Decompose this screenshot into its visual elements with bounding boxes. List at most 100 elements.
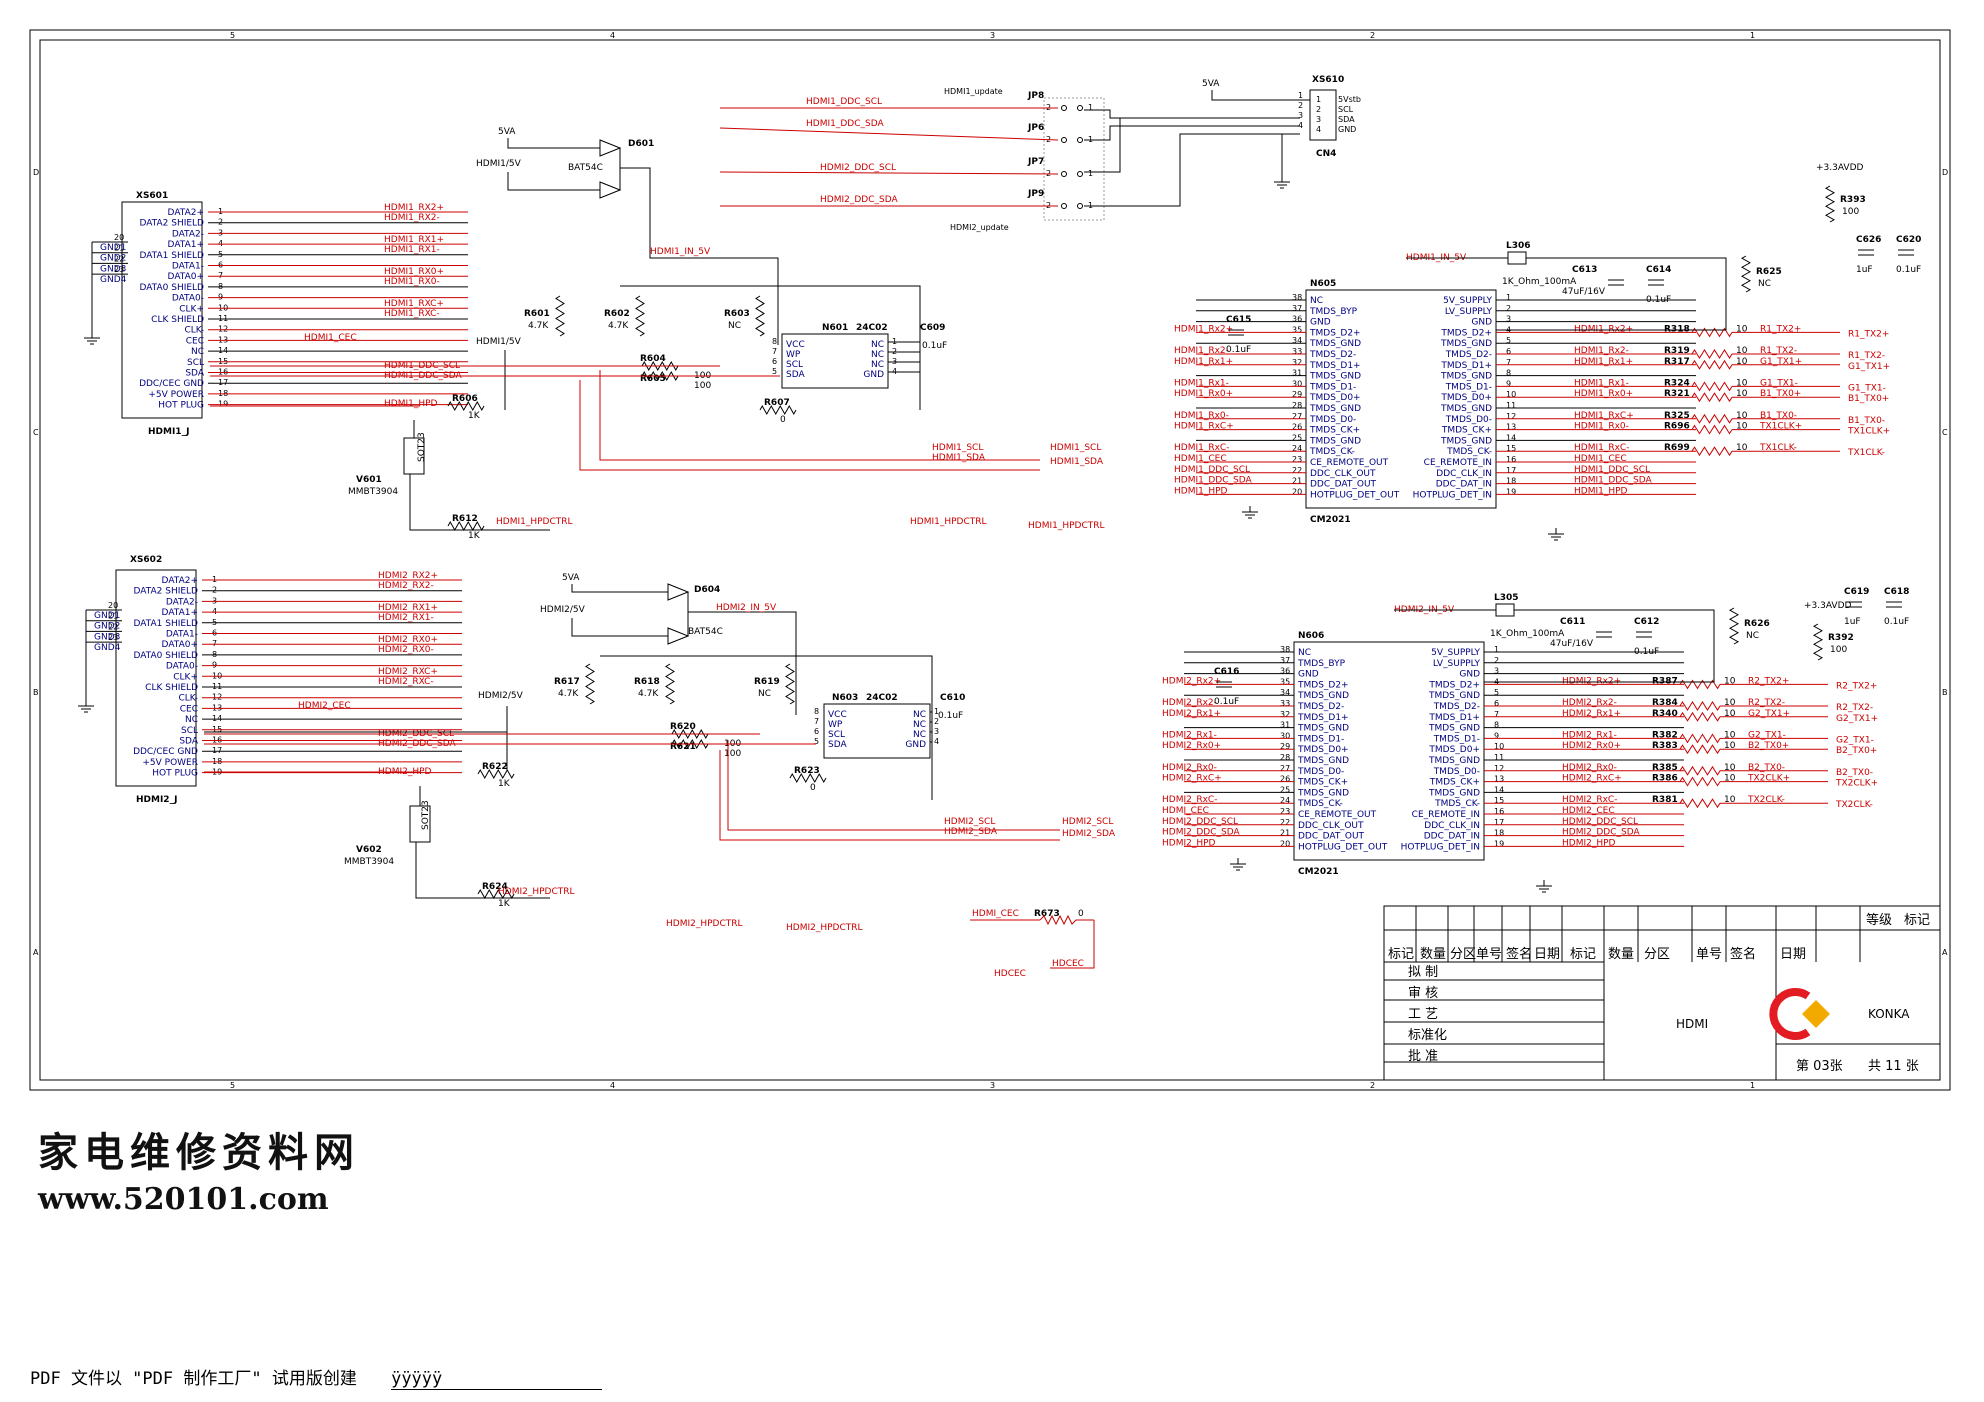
series-net: TX2CLK+ [1747, 774, 1790, 784]
chip-left-num: 30 [1292, 379, 1302, 388]
chip-right-num: 7 [1506, 358, 1511, 367]
inductor-icon [1507, 251, 1527, 265]
pull-resistor-val: 100 [1830, 645, 1847, 655]
chip-body [1305, 289, 1497, 509]
series-net: TX2CLK- [1747, 795, 1785, 805]
n601-body [781, 333, 889, 389]
resistor-ref: R612 [452, 514, 478, 524]
capacitor-val: 47uF/16V [1550, 639, 1594, 649]
tb-role-label: 标准化 [1408, 1028, 1447, 1043]
capacitor-ref: C614 [1646, 265, 1671, 275]
series-net: B2_TX0+ [1748, 741, 1789, 751]
chip-right-net: HDMI1_CEC [1574, 454, 1627, 464]
chip-right-pin: GND [1471, 318, 1492, 328]
tb-mark: 标记 [1904, 913, 1930, 928]
jumper-pad-icon [1061, 171, 1067, 177]
resistor-ref: R601 [524, 309, 550, 319]
conn-gnd-num: 23 [108, 633, 118, 642]
conn-gnd-label: GND3 [100, 264, 126, 274]
series-resistor-ref: R699 [1664, 443, 1690, 453]
v602-part: MMBT3904 [344, 857, 394, 867]
xs610-wire-num: 2 [1298, 101, 1303, 110]
chip-right-num: 19 [1494, 839, 1504, 848]
eeprom-pin-label: NC [913, 730, 926, 740]
series-resistor-symbol [1691, 446, 1733, 457]
conn-pin-label: CLK+ [179, 304, 204, 314]
conn-gnd-num: 21 [114, 244, 124, 253]
conn-gnd-label: GND4 [100, 275, 127, 285]
chip-right-num: 1 [1506, 293, 1511, 302]
chip-body [1293, 641, 1485, 861]
chip-left-num: 20 [1292, 487, 1302, 496]
capacitor-val: 0.1uF [1634, 647, 1659, 657]
eeprom-pin-label: GND [863, 370, 884, 380]
hdmi1-rail: HDMI1/5V [476, 337, 522, 347]
resistor-ref: R605 [640, 374, 666, 384]
tb-title: HDMI [1676, 1017, 1708, 1031]
tb-grade: 等级 [1866, 912, 1892, 928]
jumper-pad-icon [1077, 137, 1083, 143]
series-resistor-val: 10 [1724, 795, 1736, 805]
series-resistor-val: 10 [1724, 709, 1736, 719]
series-resistor-val: 10 [1724, 676, 1736, 686]
grid-bottom-1: 1 [1750, 1081, 1755, 1090]
chip-left-net: HDMI1_Rx0+ [1174, 389, 1233, 399]
grid-bottom-3: 3 [990, 1081, 995, 1090]
conn-pin-label: DATA0+ [162, 640, 198, 650]
chip-left-num: 28 [1280, 753, 1290, 762]
capacitor-symbol [1648, 279, 1664, 286]
chip-right-pin: TMDS_D2+ [1440, 328, 1492, 338]
rail-label: +3.3AVDD [1804, 601, 1852, 611]
chip-right-num: 2 [1494, 656, 1499, 665]
ground-icon [78, 700, 94, 713]
grid-top-2: 2 [1370, 31, 1375, 40]
series-resistor-ref: R319 [1664, 346, 1690, 356]
hdmi2-j-label: HDMI2_J [136, 795, 177, 805]
chip-right-pin: LV_SUPPLY [1445, 307, 1493, 317]
resistor-ref: R617 [554, 677, 580, 687]
conn-gnd-num: 22 [114, 254, 124, 263]
d604-ref: D604 [694, 585, 720, 595]
chip-left-pin: NC [1298, 648, 1311, 658]
conn-net-label: HDMI2_RX0- [378, 645, 434, 655]
series-net: G2_TX1+ [1748, 709, 1790, 719]
eeprom-pin-label: VCC [786, 340, 805, 350]
n603-wires [600, 655, 933, 800]
chip-right-pin: CE_REMOTE_IN [1412, 810, 1480, 820]
series-resistor-symbol [1679, 798, 1721, 809]
chip-right-pin: TMDS_GND [1440, 436, 1492, 446]
chip-left-num: 23 [1280, 807, 1290, 816]
conn-pin-label: DATA2- [166, 597, 198, 607]
nc-resistor-ref: R625 [1756, 267, 1782, 277]
series-net: B2_TX0- [1748, 763, 1785, 773]
series-port: R2_TX2+ [1836, 681, 1877, 691]
v602-pkg: SOT23 [421, 800, 431, 830]
conn-gnd-num: 20 [114, 233, 124, 242]
chip-left-pin: GND [1298, 670, 1319, 680]
chip-right-num: 16 [1506, 455, 1516, 464]
grid-bottom-4: 4 [610, 1081, 615, 1090]
series-port: TX1CLK+ [1847, 427, 1890, 437]
series-resistor-ref: R387 [1652, 676, 1678, 686]
conn-pin-label: HOT PLUG [158, 401, 204, 411]
conn-net-label: HDMI1_RXC+ [384, 299, 444, 309]
resistor-ref: R618 [634, 677, 660, 687]
hdmi2-5v-wire [204, 706, 508, 770]
n605-chip: N605CM2021NC38TMDS_BYP37GND36TMDS_D2+35T… [1174, 163, 1921, 541]
series-resistor-val: 10 [1724, 763, 1736, 773]
resistor-symbol [759, 404, 797, 416]
series-resistor-symbol [1691, 349, 1733, 359]
chip-right-num: 9 [1494, 731, 1499, 740]
chip-right-pin: HOTPLUG_DET_IN [1401, 842, 1480, 852]
chip-left-pin: TMDS_D0+ [1297, 745, 1349, 755]
ground-icon [1274, 176, 1290, 189]
hdmi1-hpdctrl-port: HDMI1_HPDCTRL [1028, 521, 1105, 531]
nc-resistor-val: NC [1758, 279, 1771, 289]
chip-right-net: HDMI2_HPD [1562, 838, 1616, 848]
chip-right-num: 11 [1494, 753, 1504, 762]
capacitor-ref: C613 [1572, 265, 1597, 275]
grid-right-C: C [1942, 428, 1948, 437]
conn-pin-label: CLK+ [173, 672, 198, 682]
capacitor-ref: C612 [1634, 617, 1659, 627]
